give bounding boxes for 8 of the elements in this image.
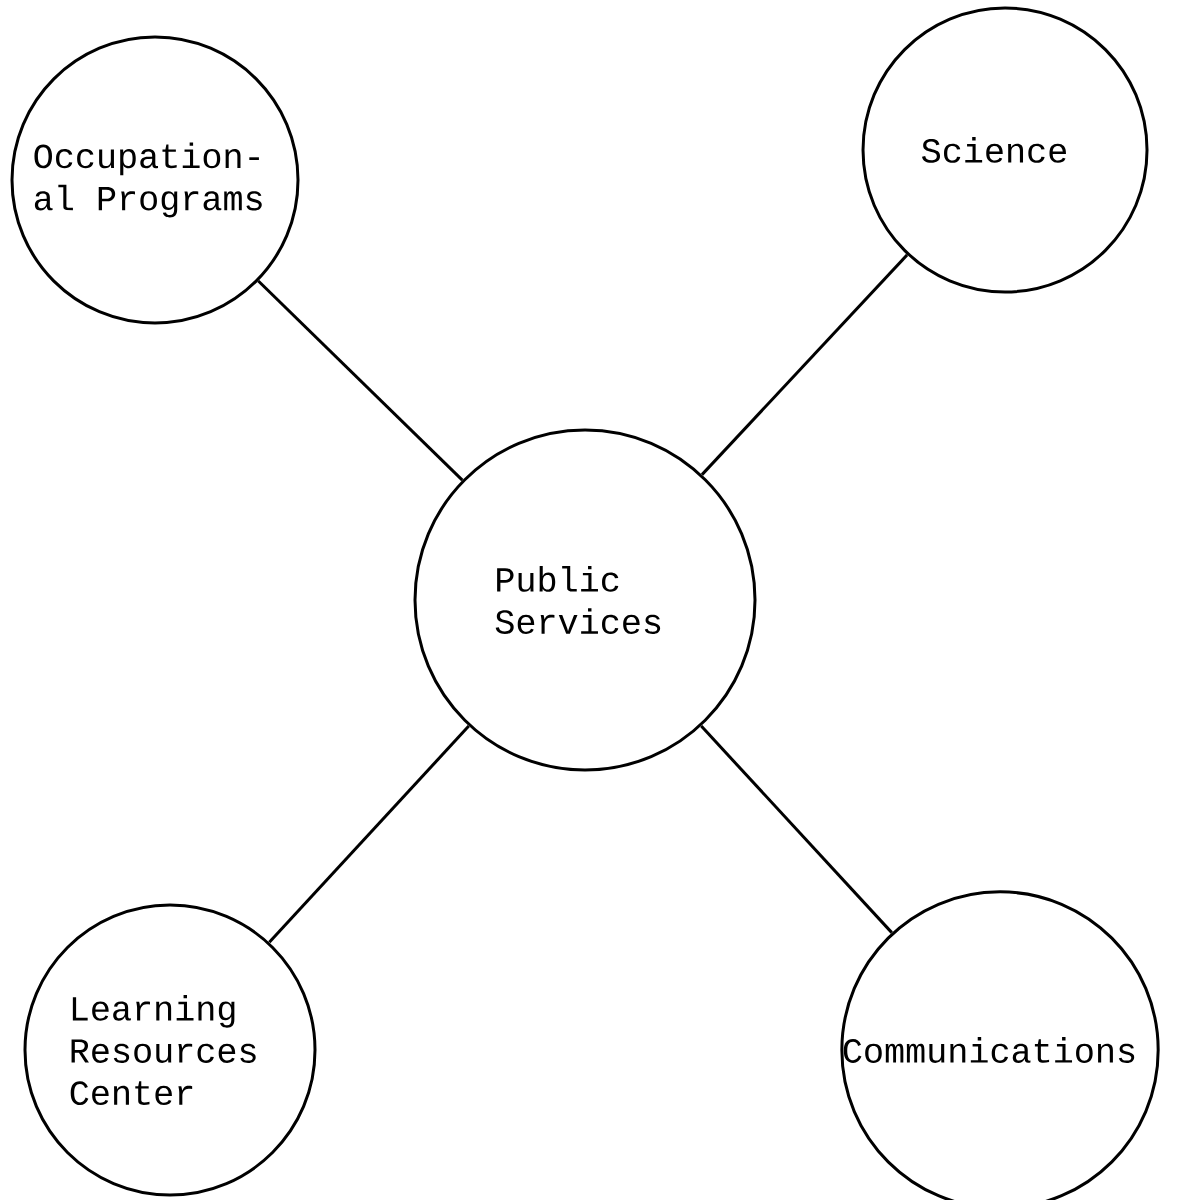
connector-line [700,253,909,476]
connector-line [257,279,464,482]
circle-node: Learning Resources Center [23,903,317,1197]
connector-line [700,725,893,934]
circle-node: Public Services [413,428,757,772]
circle-node: Science [861,6,1149,294]
circle-node: Occupation- al Programs [10,35,300,325]
connector-line [268,725,470,944]
